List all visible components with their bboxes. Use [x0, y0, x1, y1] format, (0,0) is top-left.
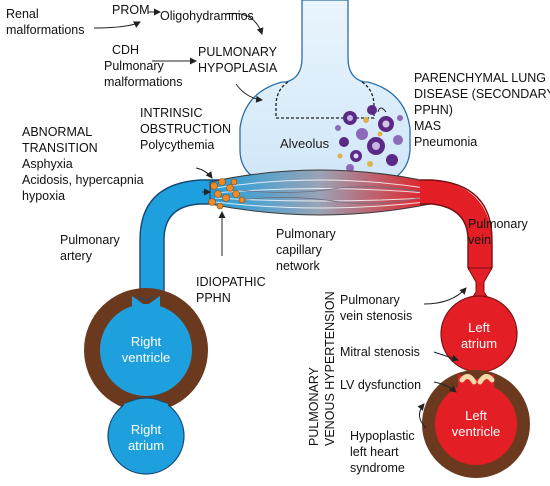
right-heart	[84, 288, 208, 475]
label-pvh-1: PULMONARY	[307, 366, 321, 446]
arrow-parenchymal	[377, 107, 387, 113]
pulmonary-vein	[420, 180, 492, 270]
arrow-renal	[93, 21, 141, 29]
label-pulmonary-hypoplasia-2: HYPOPLASIA	[198, 61, 278, 75]
capillary-network	[209, 169, 431, 216]
arrow-vein-stenosis	[423, 287, 467, 305]
right-atrium	[107, 397, 185, 475]
label-idiopathic-1: IDIOPATHIC	[196, 275, 266, 289]
parenchymal-infiltrates	[335, 105, 403, 172]
label-oligohydramnios: Oligohydramnios	[160, 9, 254, 23]
label-cdh: CDH	[112, 43, 139, 57]
label-pneumonia: Pneumonia	[414, 135, 477, 149]
label-left-atrium-2: atrium	[461, 336, 497, 351]
label-right-atrium-2: atrium	[128, 438, 164, 453]
label-asphyxia: Asphyxia	[22, 157, 73, 171]
label-capillary-3: network	[276, 259, 321, 273]
airway	[239, 0, 411, 189]
label-hypoplastic-2: left heart	[350, 445, 399, 459]
label-left-ventricle-2: ventricle	[452, 424, 500, 439]
pulmonary-artery	[140, 180, 228, 300]
label-parenchymal-2: DISEASE (SECONDARY	[414, 87, 550, 101]
label-left-atrium-1: Left	[468, 320, 490, 335]
label-mitral-stenosis: Mitral stenosis	[340, 345, 420, 359]
label-renal-2: malformations	[6, 23, 85, 37]
label-lv-dysfunction: LV dysfunction	[340, 378, 421, 392]
label-renal-1: Renal	[6, 7, 39, 21]
label-pulmonary-malformations-1: Pulmonary	[104, 59, 164, 73]
arrow-oligohydramnios	[225, 12, 264, 35]
label-right-atrium-1: Right	[131, 422, 162, 437]
label-mas: MAS	[414, 119, 441, 133]
label-polycythemia: Polycythemia	[140, 138, 214, 152]
arrow-lv-dysfunction	[433, 381, 457, 393]
arrow-mitral	[433, 351, 459, 362]
label-left-ventricle-1: Left	[465, 408, 487, 423]
arrow-intrinsic	[195, 167, 213, 179]
label-hypoplastic-3: syndrome	[350, 461, 405, 475]
label-pulmonary-malformations-2: malformations	[104, 75, 183, 89]
label-pulmonary-artery-1: Pulmonary	[60, 233, 120, 247]
label-acidosis: Acidosis, hypercapnia	[22, 173, 144, 187]
label-pulmonary-hypoplasia-1: PULMONARY	[198, 45, 278, 59]
label-right-ventricle-2: ventricle	[122, 350, 170, 365]
label-parenchymal-1: PARENCHYMAL LUNG	[414, 71, 546, 85]
label-abnormal-1: ABNORMAL	[22, 125, 92, 139]
label-pulmonary-vein-2: vein	[468, 233, 491, 247]
label-pulmonary-vein-1: Pulmonary	[468, 217, 528, 231]
label-idiopathic-2: PPHN	[196, 291, 231, 305]
label-hypoplastic-1: Hypoplastic	[350, 429, 415, 443]
arrow-hypoplastic	[417, 403, 427, 429]
label-right-ventricle-1: Right	[131, 334, 162, 349]
label-intrinsic-2: OBSTRUCTION	[140, 122, 231, 136]
labels: PROM Renal malformations Oligohydramnios…	[6, 3, 550, 475]
label-abnormal-2: TRANSITION	[22, 141, 98, 155]
label-intrinsic-1: INTRINSIC	[140, 106, 203, 120]
label-prom: PROM	[112, 3, 150, 17]
label-vein-stenosis-1: Pulmonary	[340, 293, 400, 307]
arrow-hypoplasia	[235, 83, 263, 103]
label-parenchymal-3: PPHN)	[414, 103, 453, 117]
label-alveolus: Alveolus	[280, 136, 330, 151]
label-vein-stenosis-2: vein stenosis	[340, 309, 412, 323]
label-capillary-1: Pulmonary	[276, 227, 336, 241]
mitral-valve	[459, 374, 495, 385]
rbc-cluster	[208, 178, 246, 210]
label-hypoxia: hypoxia	[22, 189, 65, 203]
label-capillary-2: capillary	[276, 243, 323, 257]
annotation-arrows	[93, 8, 467, 429]
label-pulmonary-artery-2: artery	[60, 249, 93, 263]
left-heart	[422, 295, 530, 478]
label-pvh-2: VENOUS HYPERTENSION	[323, 291, 337, 446]
